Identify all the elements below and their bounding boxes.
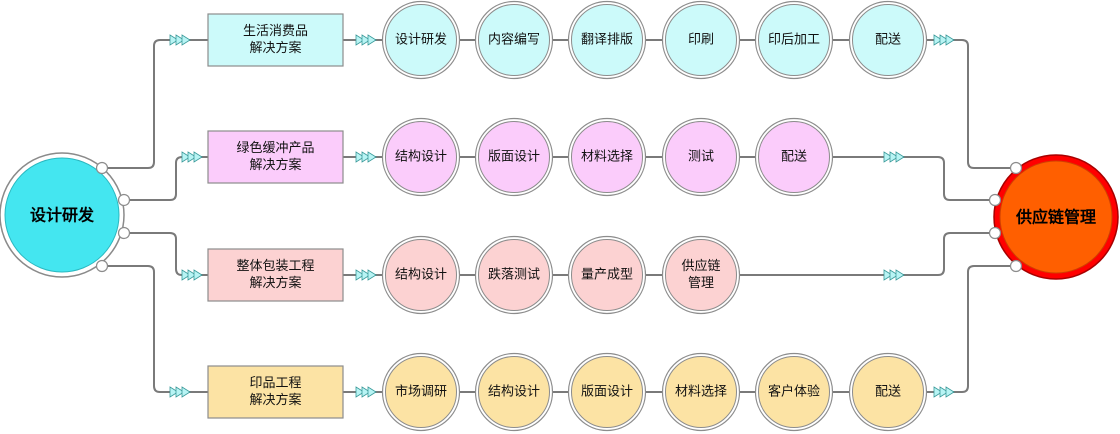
triple-arrow-icon [181,151,203,163]
connector-path [961,39,1016,169]
hub-port [95,161,109,175]
step-node: 配送 [754,117,834,197]
connector-path [961,265,1016,393]
arrows [169,34,955,398]
connectors [102,39,1016,393]
step-label-line-1: 供应链 [681,258,720,274]
step-label: 配送 [781,150,807,165]
step-node: 版面设计 [567,352,647,432]
solution-label-line-2: 解决方案 [249,40,301,56]
step-node: 配送 [848,352,928,432]
step-node: 配送 [848,0,928,80]
step-node: 材料选择 [567,117,647,197]
hub-port [1009,259,1023,273]
step-node: 印后加工 [754,0,834,80]
connector-path [124,232,208,276]
step-label: 测试 [688,150,714,165]
right-hub: 供应链管理 [993,154,1119,280]
step-node: 版面设计 [474,117,554,197]
step-node: 印刷 [661,0,741,80]
step-label: 内容编写 [488,32,540,48]
hubs: 设计研发 供应链管理 [0,152,1119,280]
step-node: 市场调研 [381,352,461,432]
solution-box-shape [207,365,344,419]
step-label: 量产成型 [581,268,633,283]
step-label: 市场调研 [395,384,447,400]
hub-port [988,226,1002,240]
step-node: 测试 [661,117,741,197]
step-label: 客户体验 [768,384,820,400]
triple-arrow-icon [933,386,955,398]
step-node: 翻译排版 [567,0,647,80]
connector-path [937,156,995,201]
solution-box-shape [207,13,344,67]
step-label: 材料选择 [675,385,727,400]
step-node: 结构设计 [474,352,554,432]
step-label: 结构设计 [395,150,447,165]
left-hub: 设计研发 [0,152,125,278]
step-node: 结构设计 [381,117,461,197]
step-label: 印刷 [688,33,714,48]
triple-arrow-icon [355,269,377,281]
solution-label-line-1: 印品工程 [249,376,301,391]
step-node: 材料选择 [661,352,741,432]
triple-arrow-icon [181,269,203,281]
hub-port [1009,161,1023,175]
step-node: 结构设计 [381,235,461,315]
step-label: 印后加工 [768,33,820,48]
step-label: 跌落测试 [488,267,540,283]
hub-port [117,193,131,207]
step-node: 客户体验 [754,352,834,432]
solution-label-line-1: 生活消费品 [243,24,308,39]
triple-arrow-icon [933,34,955,46]
step-label: 版面设计 [488,150,540,165]
triple-arrow-icon [883,269,905,281]
triple-arrow-icon [169,34,191,46]
step-node: 跌落测试 [474,235,554,315]
solution-label-line-1: 整体包装工程 [236,259,314,274]
nodes: 生活消费品解决方案设计研发内容编写翻译排版印刷印后加工配送绿色缓冲产品解决方案结… [207,0,928,432]
triple-arrow-icon [355,386,377,398]
connector-path [102,265,208,393]
triple-arrow-icon [169,386,191,398]
step-label: 设计研发 [395,32,447,48]
step-label: 材料选择 [581,150,633,165]
connector-path [102,39,208,169]
step-label: 版面设计 [581,385,633,400]
triple-arrow-icon [355,151,377,163]
right-hub-label: 供应链管理 [1015,208,1096,227]
step-label: 配送 [875,33,901,48]
step-label: 结构设计 [395,268,447,283]
hub-port [988,193,1002,207]
step-label-line-2: 管理 [688,276,714,291]
solution-box-shape [207,248,344,302]
triple-arrow-icon [883,151,905,163]
hub-port [117,226,131,240]
step-node: 设计研发 [381,0,461,80]
hub-port [95,259,109,273]
solution-label-line-2: 解决方案 [249,157,301,173]
step-label: 结构设计 [488,385,540,400]
step-label: 配送 [875,385,901,400]
left-hub-label: 设计研发 [30,206,95,225]
solution-label-line-1: 绿色缓冲产品 [236,140,314,156]
solution-label-line-2: 解决方案 [249,392,301,408]
step-node: 内容编写 [474,0,554,80]
triple-arrow-icon [355,34,377,46]
solution-label-line-2: 解决方案 [249,275,301,291]
connector-path [124,156,208,201]
connector-path [937,232,995,276]
step-node: 供应链管理 [661,235,741,315]
step-label: 翻译排版 [581,33,633,48]
solution-box-shape [207,130,344,184]
step-node: 量产成型 [567,235,647,315]
